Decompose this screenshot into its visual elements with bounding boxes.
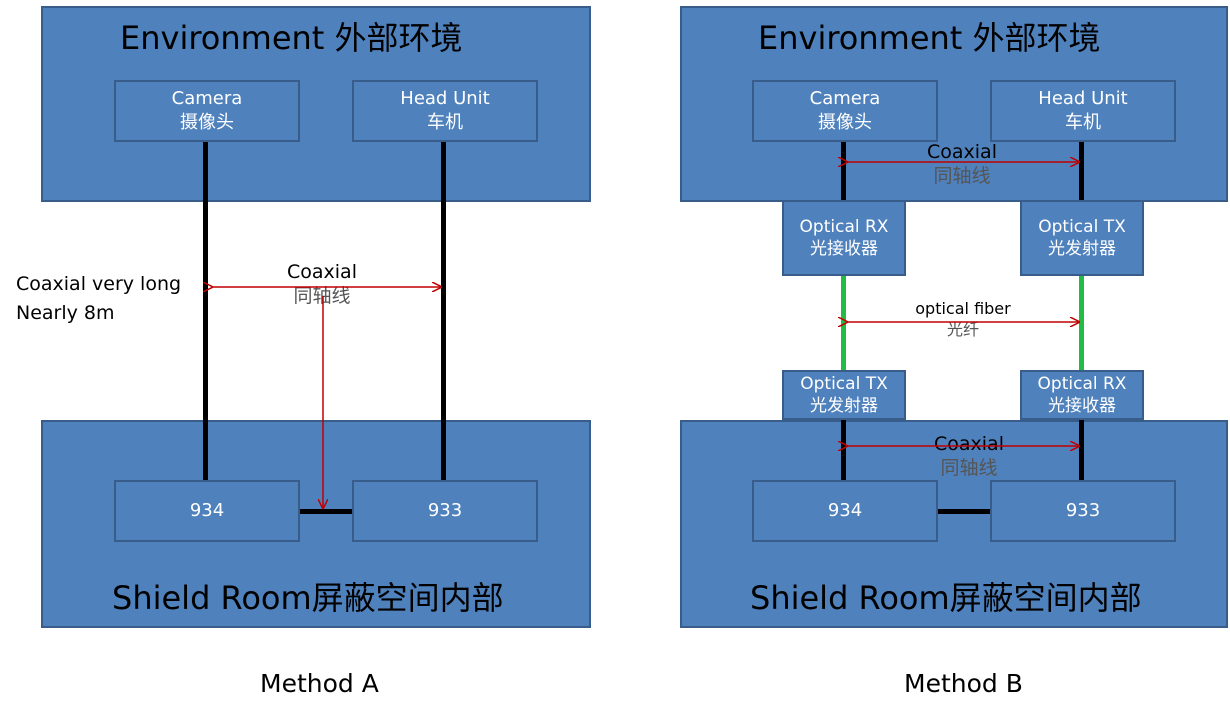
caption-method-b: Method B (904, 669, 1023, 698)
optical-tx-bottom-en: Optical TX (800, 374, 888, 394)
optical-rx-top-cn: 光接收器 (810, 239, 878, 259)
camera-cable-a (203, 140, 208, 482)
device-934-label: 934 (189, 500, 225, 521)
head-unit-box-b: Head Unit 车机 (990, 80, 1176, 142)
rx-to-933-cable (1079, 416, 1084, 482)
optical-tx-top-cn: 光发射器 (1048, 239, 1116, 259)
device-934-label-b: 934 (827, 500, 863, 521)
camera-box-a: Camera 摄像头 (114, 80, 300, 142)
optical-rx-bottom-cn: 光接收器 (1048, 396, 1116, 416)
link-934-933-a (297, 509, 353, 514)
shield-room-title-a: Shield Room屏蔽空间内部 (112, 579, 504, 617)
camera-label-cn-b: 摄像头 (818, 112, 872, 133)
head-unit-label-en: Head Unit (400, 88, 490, 109)
coaxial-label-a-en: Coaxial (287, 261, 357, 283)
camera-label-en-b: Camera (809, 88, 881, 109)
coaxial-long-note-line1: Coaxial very long (16, 273, 182, 295)
camera-label-cn: 摄像头 (180, 112, 234, 133)
device-934-box-a: 934 (114, 480, 300, 542)
optical-tx-box-top: Optical TX 光发射器 (1020, 200, 1144, 276)
device-933-box-a: 933 (352, 480, 538, 542)
optical-rx-bottom-en: Optical RX (1037, 374, 1127, 394)
head-unit-cable-b (1079, 140, 1084, 202)
optical-rx-top-en: Optical RX (799, 217, 889, 237)
device-934-box-b: 934 (752, 480, 938, 542)
head-unit-label-en-b: Head Unit (1038, 88, 1128, 109)
optical-rx-box-bottom: Optical RX 光接收器 (1020, 370, 1144, 420)
device-933-label: 933 (427, 500, 463, 521)
coaxial-long-note-line2: Nearly 8m (16, 302, 115, 324)
coaxial-label-top-b-cn: 同轴线 (933, 165, 991, 187)
head-unit-label-cn: 车机 (427, 112, 463, 133)
optical-tx-top-en: Optical TX (1038, 217, 1126, 237)
optical-fiber-label-en: optical fiber (915, 299, 1011, 318)
device-933-label-b: 933 (1065, 500, 1101, 521)
head-unit-label-cn-b: 车机 (1065, 112, 1101, 133)
link-934-933-b (935, 509, 991, 514)
environment-title-a: Environment 外部环境 (120, 19, 463, 57)
caption-method-a: Method A (260, 669, 379, 698)
optical-fiber-right (1079, 274, 1084, 372)
camera-label-en: Camera (171, 88, 243, 109)
head-unit-box-a: Head Unit 车机 (352, 80, 538, 142)
camera-cable-b (841, 140, 846, 202)
head-unit-cable-a (441, 140, 446, 482)
environment-title-b: Environment 外部环境 (758, 19, 1101, 57)
optical-tx-box-bottom: Optical TX 光发射器 (782, 370, 906, 420)
camera-box-b: Camera 摄像头 (752, 80, 938, 142)
device-933-box-b: 933 (990, 480, 1176, 542)
coaxial-label-bottom-b-cn: 同轴线 (940, 457, 998, 479)
shield-room-title-b: Shield Room屏蔽空间内部 (750, 579, 1142, 617)
optical-rx-box-top: Optical RX 光接收器 (782, 200, 906, 276)
optical-tx-bottom-cn: 光发射器 (810, 396, 878, 416)
coaxial-long-note: Coaxial very long Nearly 8m (16, 270, 181, 328)
